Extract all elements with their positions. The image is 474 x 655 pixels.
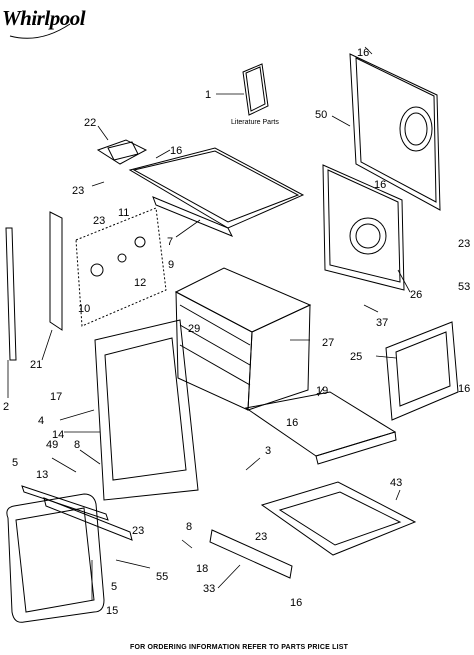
callout-18: 18 — [196, 563, 208, 575]
ordering-footer: FOR ORDERING INFORMATION REFER TO PARTS … — [130, 644, 349, 651]
floor-panel-drawing — [244, 391, 397, 465]
callout-23a: 23 — [72, 185, 84, 197]
callout-23e: 23 — [255, 531, 267, 543]
callout-15: 15 — [106, 605, 118, 617]
callout-27: 27 — [322, 337, 334, 349]
door-gasket-drawing — [6, 493, 105, 623]
side-panel-25-drawing — [385, 321, 459, 421]
bottom-trim-drawing — [209, 529, 293, 579]
callout-16e: 16 — [286, 417, 298, 429]
whirlpool-logo: Whirlpool — [2, 6, 86, 30]
callout-25: 25 — [350, 351, 362, 363]
back-panel-drawing — [349, 53, 441, 211]
callout-37: 37 — [376, 317, 388, 329]
callout-21: 21 — [30, 359, 42, 371]
leader-lines — [7, 46, 411, 600]
callout-23d: 23 — [132, 525, 144, 537]
callout-16c: 16 — [374, 179, 386, 191]
callout-8a: 8 — [74, 439, 80, 451]
callout-16a: 16 — [357, 47, 369, 59]
bracket-22-drawing — [96, 139, 148, 165]
callout-2: 2 — [3, 401, 9, 413]
callout-49: 49 — [46, 439, 58, 451]
front-frame-drawing — [94, 319, 199, 501]
callout-55: 55 — [156, 571, 168, 583]
callout-50: 50 — [315, 109, 327, 121]
callout-33: 33 — [203, 583, 215, 595]
callout-7: 7 — [167, 236, 173, 248]
callout-11: 11 — [118, 207, 129, 219]
callout-3: 3 — [265, 445, 271, 457]
callout-17: 17 — [50, 391, 62, 403]
callout-29: 29 — [188, 323, 200, 335]
callout-4: 4 — [38, 415, 44, 427]
callout-19: 19 — [316, 385, 328, 397]
callout-23c: 23 — [458, 238, 470, 250]
callout-5b: 5 — [111, 581, 117, 593]
oven-cavity-drawing — [174, 267, 312, 411]
literature-parts-drawing — [242, 63, 269, 116]
bottom-tray-drawing — [260, 481, 417, 556]
left-trim-drawing — [5, 227, 17, 361]
callout-14: 14 — [52, 429, 64, 441]
callout-13: 13 — [36, 469, 48, 481]
callout-12: 12 — [134, 277, 146, 289]
callout-23b: 23 — [93, 215, 105, 227]
control-knob-group — [75, 207, 167, 327]
mid-panel-drawing — [322, 164, 405, 291]
callout-16d: 16 — [458, 383, 470, 395]
callout-16b: 16 — [170, 145, 182, 157]
literature-parts-label: Literature Parts — [231, 119, 279, 126]
callout-labels: 1 2 3 4 5 5 7 8 8 9 10 11 12 13 14 15 16… — [3, 47, 470, 617]
callout-8b: 8 — [186, 521, 192, 533]
callout-43: 43 — [390, 477, 402, 489]
callout-22: 22 — [84, 117, 96, 129]
callout-9: 9 — [168, 259, 174, 271]
callout-53: 53 — [458, 281, 470, 293]
callout-26: 26 — [410, 289, 422, 301]
callout-1: 1 — [205, 89, 211, 101]
top-panel-drawing — [128, 147, 305, 237]
side-bracket-drawing — [49, 211, 63, 331]
callout-5a: 5 — [12, 457, 18, 469]
callout-10: 10 — [78, 303, 90, 315]
callout-16f: 16 — [290, 597, 302, 609]
logo-swoosh — [9, 23, 71, 39]
rails-drawing — [21, 485, 133, 541]
